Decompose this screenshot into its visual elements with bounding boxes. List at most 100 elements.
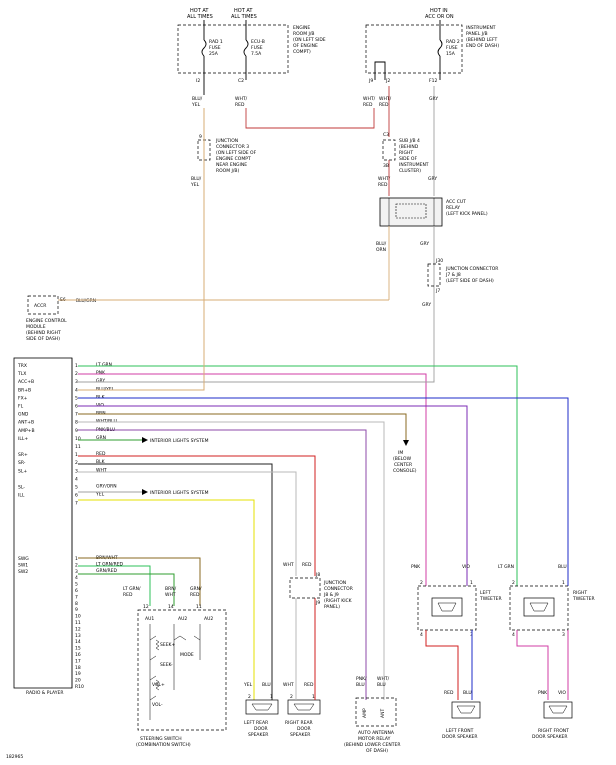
- radio-pin-wire: GRY/ORN: [96, 484, 117, 490]
- svg-text:(LEFT KICK PANEL): (LEFT KICK PANEL): [446, 211, 488, 217]
- svg-text:15A: 15A: [446, 51, 456, 57]
- svg-text:ACC OR ON: ACC OR ON: [425, 14, 454, 20]
- svg-text:AU1: AU1: [145, 616, 154, 622]
- svg-text:RED: RED: [444, 690, 454, 696]
- radio-pin-number: 1: [75, 363, 78, 369]
- svg-text:1: 1: [312, 694, 315, 700]
- svg-text:COMPT): COMPT): [293, 49, 311, 55]
- radio-pin-number: 10: [75, 614, 81, 620]
- radio-pin-number: 13: [75, 633, 81, 639]
- radio-pin-number: 1: [75, 556, 78, 562]
- svg-text:RAD 1: RAD 1: [209, 39, 223, 45]
- svg-text:WHT: WHT: [283, 682, 294, 688]
- svg-text:LEFT REAR: LEFT REAR: [244, 720, 268, 726]
- svg-text:VIO: VIO: [462, 564, 470, 570]
- radio-pin-number: 17: [75, 658, 81, 664]
- svg-text:F12: F12: [429, 78, 437, 84]
- svg-text:CONNECTOR 3: CONNECTOR 3: [216, 144, 249, 150]
- harness-wires: [78, 108, 569, 700]
- svg-text:GRY: GRY: [428, 176, 437, 182]
- svg-text:RED: RED: [302, 562, 312, 568]
- svg-text:RELAY: RELAY: [446, 205, 460, 211]
- svg-text:2: 2: [290, 694, 293, 700]
- svg-text:14: 14: [168, 604, 174, 610]
- interior-lights-ref-1: INTERIOR LIGHTS SYSTEM: [142, 437, 209, 444]
- svg-text:12: 12: [143, 604, 149, 610]
- interior-lights-ref-2: INTERIOR LIGHTS SYSTEM: [142, 489, 209, 496]
- svg-text:YEL: YEL: [190, 182, 200, 188]
- svg-text:ANT: ANT: [380, 709, 386, 718]
- svg-text:BLU/: BLU/: [191, 176, 202, 182]
- svg-text:JUNCTION CONNECTOR: JUNCTION CONNECTOR: [445, 266, 498, 272]
- svg-text:9: 9: [199, 134, 202, 140]
- svg-text:WHT/: WHT/: [379, 96, 392, 102]
- radio-pin-number: 7: [75, 501, 78, 507]
- radio-pin-number: 4: [75, 476, 78, 482]
- svg-text:J8 & J9: J8 & J9: [323, 592, 339, 598]
- radio-pin-wire: LT GRN/RED: [96, 561, 124, 567]
- svg-text:BLU/GRN: BLU/GRN: [76, 298, 96, 304]
- radio-pin-label: BR+B: [18, 387, 31, 393]
- radio-pin-number: 6: [75, 588, 78, 594]
- radio-pin-number: 6: [75, 493, 78, 499]
- radio-pin-label: SL+: [18, 468, 27, 474]
- svg-text:SUB J/B 4: SUB J/B 4: [399, 138, 420, 144]
- radio-pin-number: 2: [75, 371, 78, 377]
- svg-text:JUNCTION: JUNCTION: [323, 580, 346, 586]
- svg-text:(BEHIND LOWER CENTER: (BEHIND LOWER CENTER: [344, 742, 400, 748]
- right-front-speaker: PNK VIO RIGHT FRONT DOOR SPEAKER: [532, 690, 573, 740]
- svg-text:(RIGHT KICK: (RIGHT KICK: [324, 598, 353, 604]
- svg-text:2: 2: [512, 580, 515, 586]
- svg-text:DOOR: DOOR: [254, 726, 268, 732]
- svg-text:PANEL J/B: PANEL J/B: [466, 31, 488, 37]
- svg-text:PANEL): PANEL): [324, 604, 340, 610]
- svg-text:INSTRUMENT: INSTRUMENT: [399, 162, 429, 168]
- svg-text:ENGINE: ENGINE: [293, 25, 310, 31]
- radio-pin-number: 8: [75, 420, 78, 426]
- engine-control-module: ACCR E6 ENGINE CONTROL MODULE (BEHIND RI…: [26, 295, 96, 342]
- svg-text:ACCR: ACCR: [34, 303, 46, 309]
- radio-pin-number: 6: [75, 404, 78, 410]
- radio-pin-number: 1: [75, 452, 78, 458]
- radio-pin-wire: BLU/YEL: [96, 386, 115, 392]
- svg-text:MODE: MODE: [180, 652, 194, 658]
- radio-pin-label: FX+: [18, 395, 28, 401]
- radio-pin-label: SR+: [18, 452, 28, 458]
- radio-pin-label: SR-: [18, 460, 26, 466]
- figure-id: 182965: [6, 754, 23, 760]
- radio-pin-number: 5: [75, 485, 78, 491]
- svg-text:ACC CUT: ACC CUT: [446, 199, 466, 205]
- radio-pin-label: SW2: [18, 569, 28, 575]
- svg-text:MOTOR RELAY: MOTOR RELAY: [358, 736, 391, 742]
- svg-text:RIGHT REAR: RIGHT REAR: [285, 720, 313, 726]
- svg-text:RED: RED: [190, 592, 200, 598]
- svg-text:SEEK-: SEEK-: [160, 662, 173, 668]
- radio-pin-number: R10: [75, 684, 84, 690]
- svg-text:SPEAKER: SPEAKER: [248, 732, 268, 738]
- radio-pin-number: 7: [75, 594, 78, 600]
- radio-pin-number: 19: [75, 671, 81, 677]
- svg-text:BLU/: BLU/: [192, 96, 203, 102]
- svg-text:7.5A: 7.5A: [251, 51, 262, 57]
- left-rear-speaker: YEL BLU 2 1 LEFT REAR DOOR SPEAKER: [243, 682, 279, 738]
- radio-pin-label: ACC+B: [18, 379, 34, 385]
- svg-text:J2: J2: [385, 78, 390, 84]
- svg-text:LT GRN: LT GRN: [498, 564, 514, 570]
- svg-text:FUSE: FUSE: [251, 45, 263, 51]
- svg-text:RED: RED: [304, 682, 314, 688]
- radio-player: RADIO & PLAYER: [13, 357, 73, 696]
- svg-text:(BEHIND LEFT: (BEHIND LEFT: [466, 37, 498, 43]
- radio-pin-wire: GRN/RED: [96, 568, 117, 574]
- svg-text:25A: 25A: [209, 51, 219, 57]
- svg-text:ALL TIMES: ALL TIMES: [231, 14, 257, 20]
- svg-text:CONSOLE): CONSOLE): [393, 468, 417, 474]
- svg-text:INTERIOR LIGHTS SYSTEM: INTERIOR LIGHTS SYSTEM: [150, 490, 209, 496]
- svg-text:CONNECTOR: CONNECTOR: [324, 586, 353, 592]
- svg-text:J9: J9: [368, 78, 373, 84]
- svg-text:C2: C2: [238, 78, 244, 84]
- radio-pin-number: 12: [75, 626, 81, 632]
- svg-text:ROOM J/B): ROOM J/B): [216, 168, 239, 174]
- junction-connector-j30: J30 J7 JUNCTION CONNECTOR J7 & J8 (LEFT …: [422, 258, 498, 308]
- svg-text:ALL TIMES: ALL TIMES: [187, 14, 213, 20]
